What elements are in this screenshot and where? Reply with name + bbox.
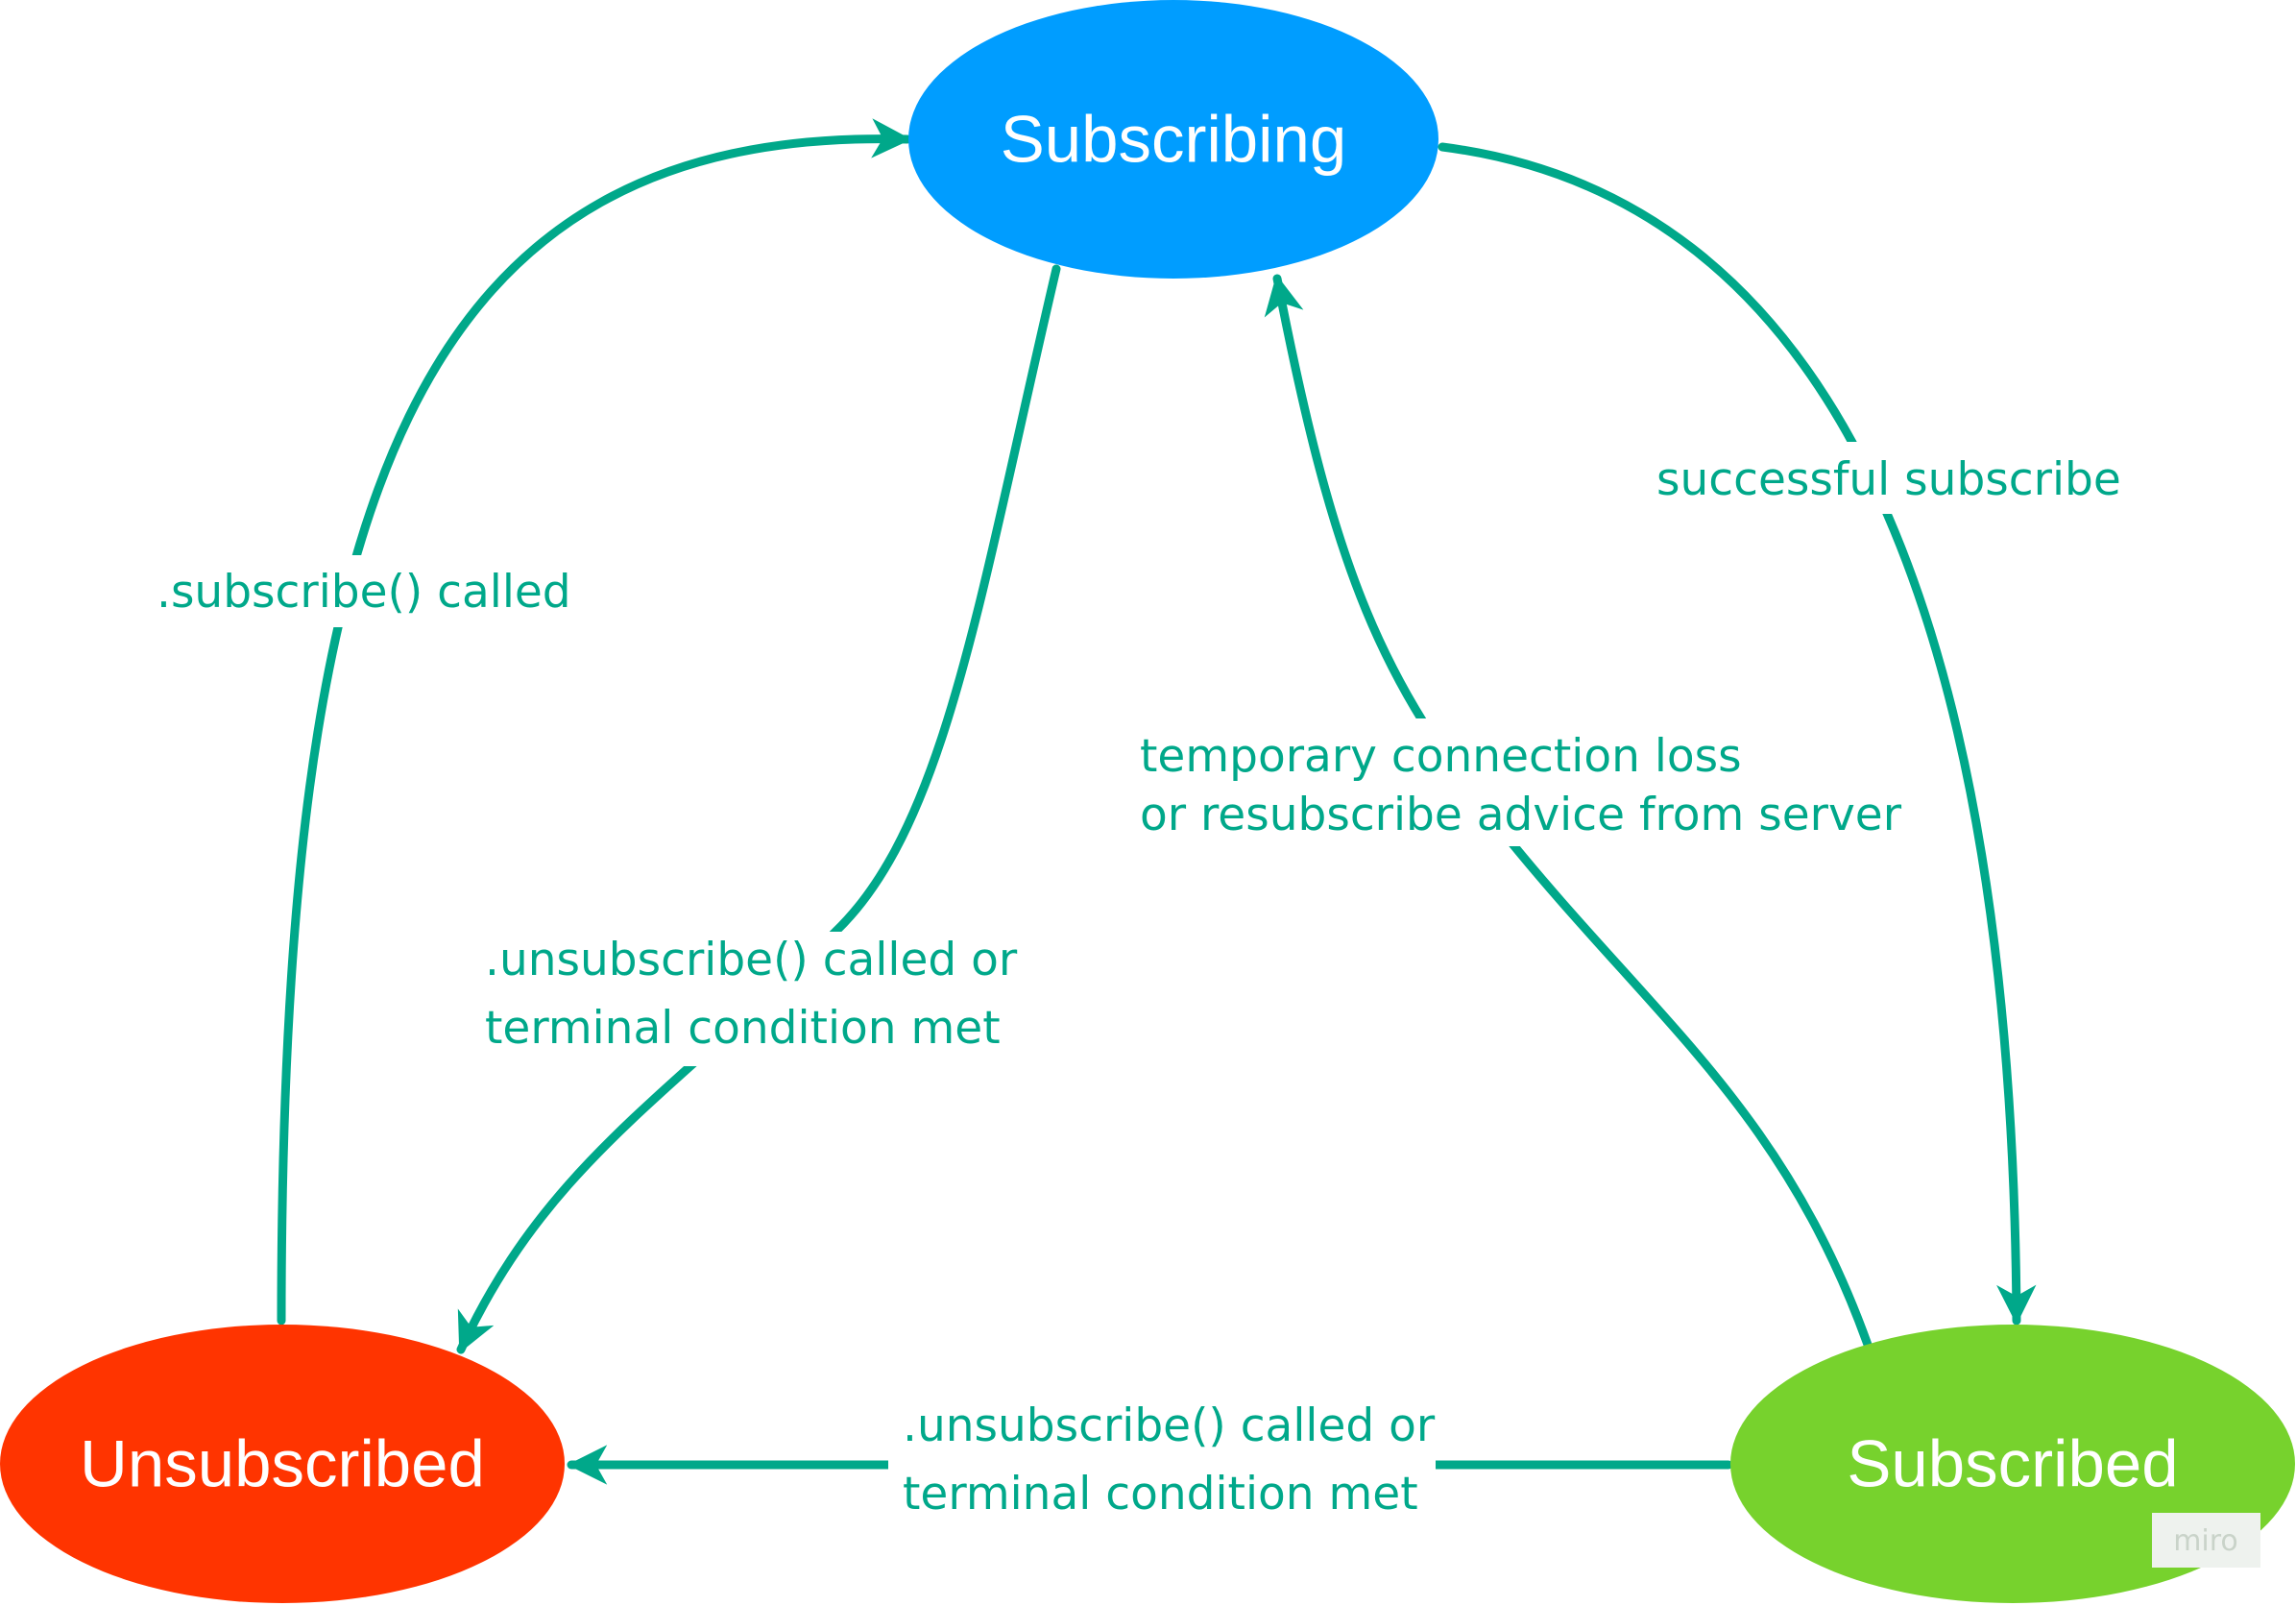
edge-unsubscribe-from-subscribing[interactable] [456,264,1061,1354]
node-unsubscribed-label: Unsubscribed [80,1427,485,1501]
edge-label-unsubscribe-from-subscribing-line2: terminal condition met [485,1002,1001,1055]
edge-subscribe-called[interactable] [277,118,912,1326]
node-subscribing[interactable]: Subscribing [908,0,1438,279]
watermark-box [2152,1513,2260,1568]
node-unsubscribed-shape [0,1325,565,1603]
edge-label-unsubscribe-from-subscribed-line2: terminal condition met [903,1468,1418,1521]
node-subscribing-label: Subscribing [1001,103,1347,177]
edge-label-connection-loss-line1: temporary connection loss [1140,730,1742,783]
label-bg-subscribe-called [144,555,571,627]
node-unsubscribed[interactable]: Unsubscribed [0,1325,565,1603]
label-bg-connection-loss [1131,718,1823,846]
node-subscribing-shape [908,0,1438,279]
edge-label-subscribe-called: .subscribe() called [157,566,571,619]
edge-label-successful-subscribe: successful subscribe [1656,453,2121,506]
edge-label-unsubscribe-from-subscribed-line1: .unsubscribe() called or [903,1399,1436,1452]
edge-label-unsubscribe-from-subscribing-line1: .unsubscribe() called or [485,934,1018,986]
miro-watermark: miro [2152,1513,2260,1568]
edge-label-connection-loss-line2: or resubscribe advice from server [1140,789,1902,841]
node-subscribed-label: Subscribed [1847,1427,2178,1501]
watermark-label: miro [2173,1524,2238,1558]
label-bg-unsubscribe-from-subscribing [475,932,1023,1066]
label-bg-successful-subscribe [1644,442,2124,514]
label-bg-unsubscribe-from-subscribed [888,1398,1436,1532]
